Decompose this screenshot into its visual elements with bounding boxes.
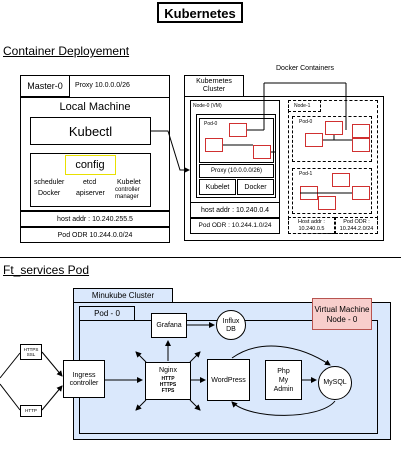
influxdb-label: Influx DB <box>222 318 240 334</box>
node1-pod0-container-3 <box>305 133 323 147</box>
connector-ext-https <box>0 352 21 379</box>
section-container-deployment: Container Deployement <box>3 44 130 58</box>
component-apiserver: apiserver <box>76 190 105 197</box>
connector-nginx-diag-1 <box>135 351 147 363</box>
node0-host-addr: host addr : 10.240.0.4 <box>200 207 270 214</box>
phpmyadmin-box[interactable]: Php My Admin <box>265 360 302 400</box>
minikube-label: Minukube Cluster <box>91 291 155 300</box>
node1-pod0-container-1 <box>325 121 343 135</box>
node0-pod-odr: Pod ODR : 10.244.1.0/24 <box>198 222 272 229</box>
mysql-node[interactable]: MySQL <box>318 366 352 400</box>
component-etcd: etcd <box>83 179 97 186</box>
connector-wordpress-mysql <box>231 345 331 366</box>
node1-pod-odr: Pod ODR : 10.244.2.0/24 <box>339 219 374 233</box>
section-divider <box>0 257 401 258</box>
page-title: Kubernetes <box>164 6 236 21</box>
ingress-controller-box[interactable]: Ingress controller <box>63 360 105 398</box>
node1-pod1-container-4 <box>318 196 336 210</box>
node1-host-addr-box: Host addr : 10.240.0.5 <box>288 217 335 234</box>
vm-label: Virtual Machine Node - 0 <box>314 305 370 324</box>
kubectl-label: Kubectl <box>68 124 113 139</box>
node0-proxy: Proxy (10.0.0.0/26) <box>210 168 263 174</box>
section-ft-services: Ft_services Pod <box>3 263 90 277</box>
connector-docker-node0 <box>263 82 346 130</box>
influxdb-node[interactable]: Influx DB <box>216 310 246 340</box>
phpmyadmin-label: Php My Admin <box>273 368 294 393</box>
node0-kubelet: Kubelet <box>205 184 230 191</box>
connector-mysql-wordpress-bottom <box>231 400 336 416</box>
http-box: HTTP <box>20 405 42 417</box>
master-pod-odr: Pod ODR 10.244.0.0/24 <box>57 232 133 239</box>
node0-proxy-box: Proxy (10.0.0.0/26) <box>199 164 274 178</box>
node1-pod0-container-2 <box>352 124 370 138</box>
master-name: Master-0 <box>27 81 63 91</box>
master-host-addr: host addr : 10.240.255.5 <box>57 216 133 223</box>
component-docker: Docker <box>38 190 61 197</box>
node0-pod-odr-box: Pod ODR : 10.244.1.0/24 <box>190 218 280 234</box>
wordpress-box[interactable]: WordPress <box>207 359 250 401</box>
node0-label: Node-0 (VM) <box>193 103 222 109</box>
connector-http-ingress <box>41 385 63 411</box>
node0-docker-box: Docker <box>237 179 274 195</box>
master-pod-odr-box: Pod ODR 10.244.0.0/24 <box>20 227 170 243</box>
node0-container-2 <box>205 138 223 152</box>
node0-kubelet-box: Kubelet <box>199 179 236 195</box>
docker-containers-label: Docker Containers <box>276 65 334 72</box>
vm-label-box: Virtual Machine Node - 0 <box>312 298 372 330</box>
node1-pod0-box <box>292 116 372 162</box>
node1-label: Node-1 <box>294 103 311 109</box>
cluster-label-box: Kubernetes Cluster <box>184 75 244 97</box>
component-controller-manager: controller manager <box>115 187 140 200</box>
title-box: Kubernetes <box>157 2 243 23</box>
component-kubelet: Kubelet <box>117 179 141 186</box>
node0-container-1 <box>229 123 247 137</box>
config-box[interactable]: config <box>65 155 116 175</box>
node0-container-3 <box>253 145 271 159</box>
https-ssl-box: HTTPS SSL <box>20 344 42 360</box>
connector-nginx-diag-4 <box>189 399 201 411</box>
component-scheduler: scheduler <box>34 179 65 186</box>
pod-label: Pod - 0 <box>94 309 120 318</box>
kubectl-box[interactable]: Kubectl <box>30 117 151 145</box>
node0-host-addr-box: host addr : 10.240.0.4 <box>190 202 280 218</box>
connector-nginx-diag-3 <box>135 399 147 411</box>
node1-pod1-label: Pod-1 <box>299 171 313 177</box>
local-machine-label: Local Machine <box>59 101 131 113</box>
nginx-label: Nginx <box>159 367 177 374</box>
node1-pod-odr-box: Pod ODR : 10.244.2.0/24 <box>335 217 378 234</box>
node1-host-addr: Host addr : 10.240.0.5 <box>298 219 325 233</box>
node1-pod1-container-1 <box>332 173 350 187</box>
grafana-label: Grafana <box>156 322 182 329</box>
node1-pod1-container-3 <box>352 186 370 200</box>
node1-pod0-label: Pod-0 <box>299 119 313 125</box>
config-label: config <box>75 159 105 171</box>
connector-node0-pod-lines <box>223 129 275 153</box>
https-ssl-label: HTTPS SSL <box>23 347 39 358</box>
grafana-box[interactable]: Grafana <box>151 313 187 338</box>
ingress-controller-label: Ingress controller <box>69 372 99 388</box>
nginx-protocols: HTTP HTTPS FTPS <box>159 376 177 394</box>
master-proxy: Proxy 10.0.0.0/26 <box>75 82 130 89</box>
connector-https-ingress <box>41 351 63 377</box>
connector-node1-pod-lines <box>300 135 352 194</box>
pod-label-box: Pod - 0 <box>79 306 135 321</box>
mysql-label: MySQL <box>323 379 347 386</box>
connector-ext-http <box>0 383 21 411</box>
connector-nginx-diag-2 <box>189 351 201 363</box>
master-host-addr-box: host addr : 10.240.255.5 <box>20 211 170 227</box>
node1-label-box: Node-1 <box>288 100 321 112</box>
http-label: HTTP <box>25 408 37 413</box>
nginx-box[interactable]: Nginx HTTP HTTPS FTPS <box>145 362 191 400</box>
node0-docker: Docker <box>244 184 267 191</box>
node1-pod0-container-4 <box>352 138 370 152</box>
cluster-label: Kubernetes Cluster <box>196 78 232 94</box>
node1-pod1-box <box>292 168 372 214</box>
minikube-label-box: Minukube Cluster <box>73 288 173 303</box>
wordpress-label: WordPress <box>211 377 246 384</box>
connector-kubectl-cluster <box>151 130 190 173</box>
master-name-box: Master-0 <box>20 75 70 97</box>
node0-pod-label: Pod-0 <box>204 121 218 127</box>
